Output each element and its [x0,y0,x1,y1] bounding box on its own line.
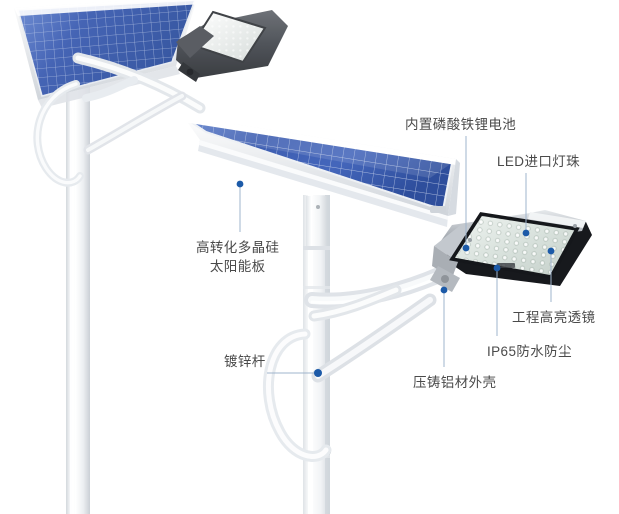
main-streetlight [183,116,592,514]
dot-lens [547,247,555,255]
rear-streetlight [14,0,288,514]
dot-solar-panel [236,180,244,188]
leader-lines [236,136,555,377]
lamp-head [430,210,592,292]
dot-led-beads [522,229,530,237]
label-battery: 内置磷酸铁锂电池 [405,117,517,132]
label-lens: 工程高亮透镜 [512,310,596,325]
rear-lamp-head [176,10,288,82]
label-led-beads: LED进口灯珠 [497,154,581,169]
galvanized-pole [303,195,331,514]
dot-aluminum-housing [440,286,448,294]
label-aluminum-housing: 压铸铝材外壳 [413,375,497,390]
dot-galvanized-pole [314,369,322,377]
dot-ip65 [493,264,501,272]
label-galvanized-pole: 镀锌杆 [224,354,266,369]
dot-battery [462,244,470,252]
label-solar-panel: 高转化多晶硅 太阳能板 [196,240,280,274]
label-ip65: IP65防水防尘 [487,344,572,359]
